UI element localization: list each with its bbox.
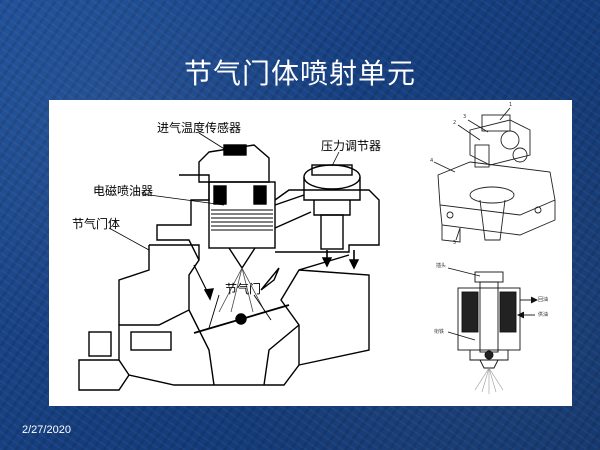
callout-4: 4: [430, 158, 434, 164]
injector-assembly-diagram: 1 2 3 4 5: [420, 100, 572, 260]
injector-cross-section-diagram: 插头 回油 供油 衔铁: [420, 260, 572, 406]
label-throttle-valve: 节气门: [225, 282, 262, 296]
label-armature: 衔铁: [434, 329, 445, 335]
label-pressure-regulator: 压力调节器: [321, 139, 382, 153]
slide-title: 节气门体喷射单元: [183, 57, 416, 90]
injector-cross-section-drawing: [447, 267, 539, 394]
label-solenoid-injector: 电磁喷油器: [93, 184, 154, 198]
callout-5: 5: [453, 240, 457, 246]
injector-assembly-drawing: [433, 107, 556, 243]
callout-1: 1: [509, 102, 513, 108]
label-throttle-body: 节气门体: [72, 217, 121, 231]
label-inlet: 供油: [538, 312, 549, 318]
throttle-body-drawing: [78, 132, 380, 391]
throttle-body-injection-diagram: 进气温度传感器 压力调节器 电磁喷油器 节气门体 节气门: [49, 100, 420, 406]
label-return: 回油: [538, 297, 549, 303]
label-intake-temp-sensor: 进气温度传感器: [157, 121, 242, 135]
slide-date: 2/27/2020: [22, 424, 71, 436]
callout-2: 2: [453, 120, 457, 126]
label-connector: 插头: [436, 263, 447, 269]
callout-3: 3: [463, 114, 467, 120]
